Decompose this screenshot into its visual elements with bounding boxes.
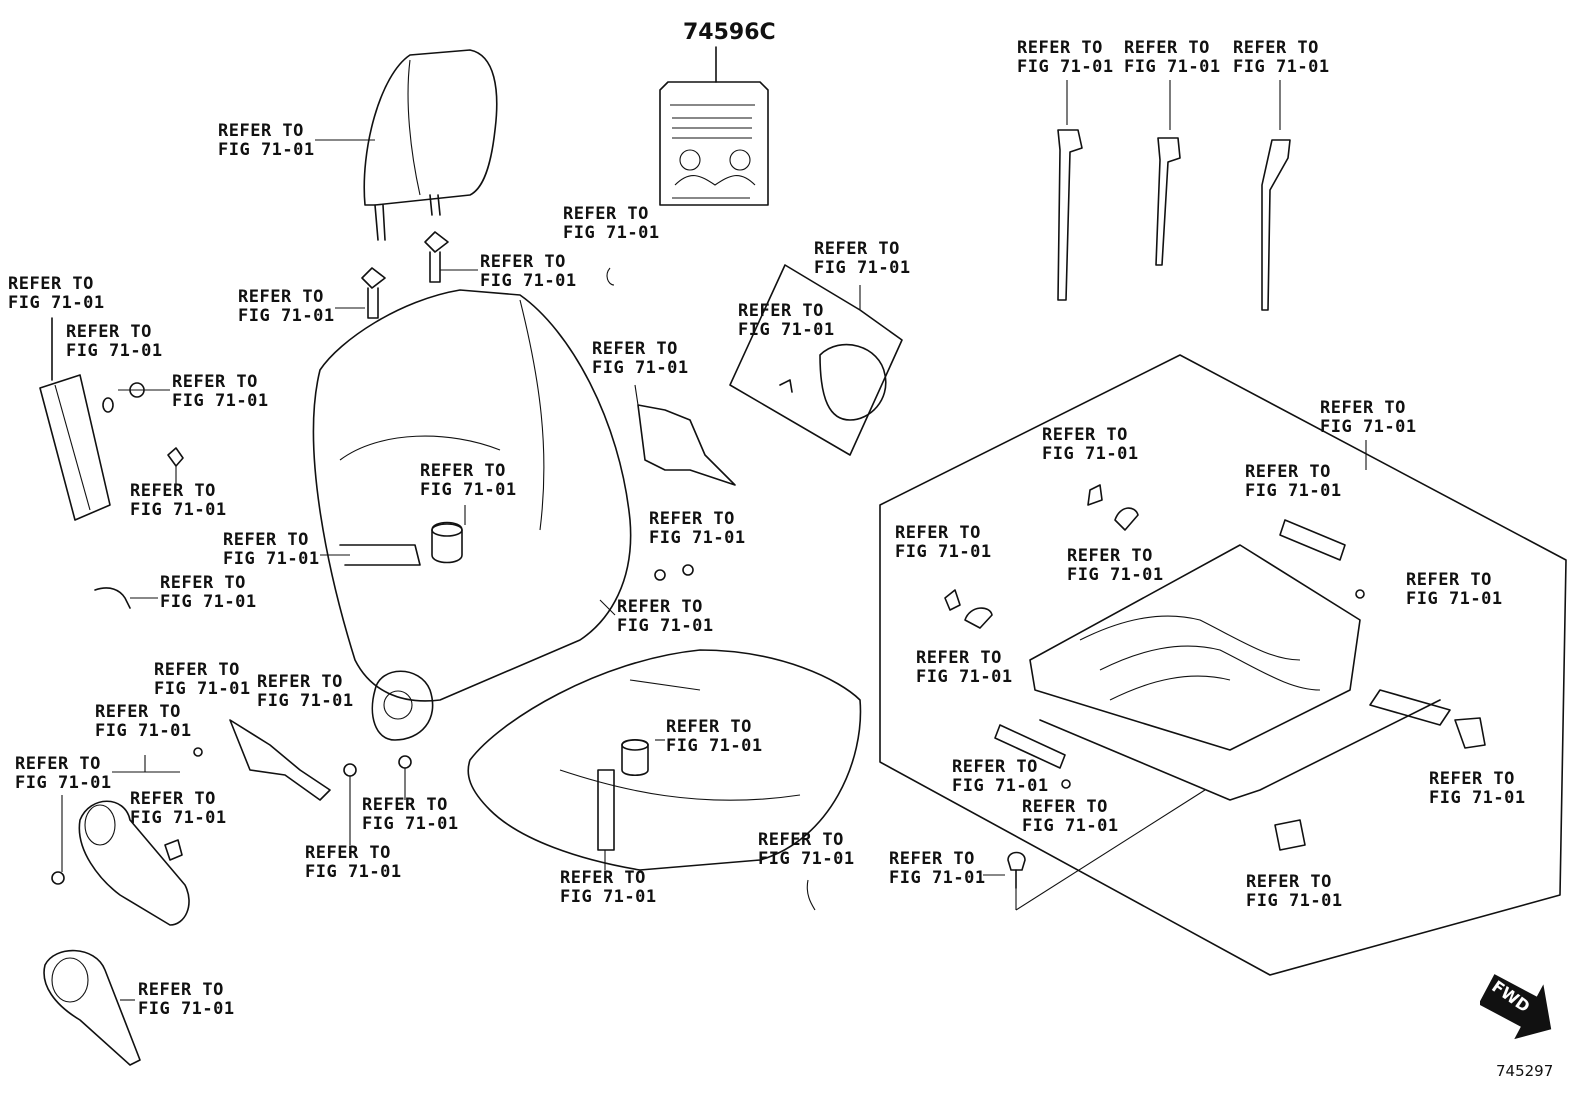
- bracket-drawings: [193, 404, 736, 801]
- side-panel-drawing: [39, 317, 184, 609]
- hinge-cover-drawings: [43, 800, 190, 1066]
- seat-cushion-drawing: [467, 649, 862, 871]
- seatback-drawing: [312, 289, 632, 741]
- seat-frame-drawing: [879, 354, 1567, 976]
- part-number: 74596C: [683, 20, 776, 45]
- figure-id: 745297: [1496, 1062, 1554, 1080]
- leader-lines: [61, 139, 1206, 1001]
- warning-label-drawing: [659, 46, 769, 206]
- fwd-arrow-icon: [1478, 972, 1560, 1046]
- airbag-module-drawing: [729, 264, 903, 456]
- headrest-drawing: [361, 49, 498, 319]
- cable-tie-drawings: [1057, 80, 1291, 311]
